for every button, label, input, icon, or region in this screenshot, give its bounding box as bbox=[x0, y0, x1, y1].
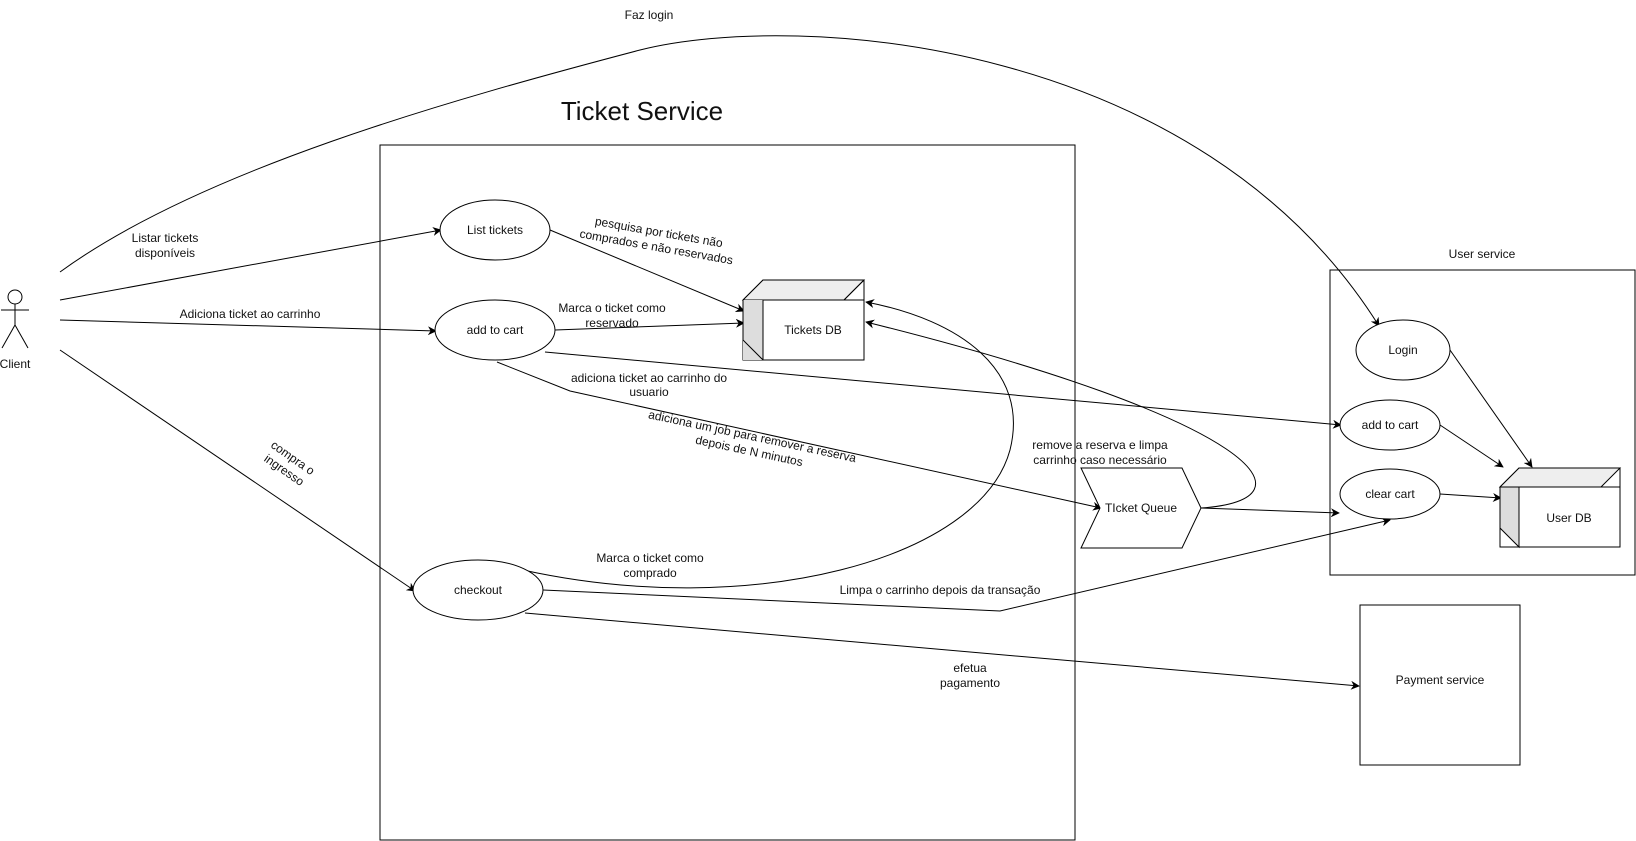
user-service-title: User service bbox=[1449, 247, 1516, 261]
login-label: Login bbox=[1388, 343, 1417, 357]
user-db-node bbox=[1498, 467, 1622, 549]
tickets-db-node bbox=[741, 279, 866, 361]
checkout-node bbox=[412, 559, 544, 621]
clear-cart-node bbox=[1339, 468, 1441, 520]
edge-faz-login bbox=[59, 35, 1380, 327]
clear-cart-label: clear cart bbox=[1365, 487, 1415, 501]
ticket-service-boundary bbox=[379, 144, 1076, 841]
user-db-label: User DB bbox=[1546, 511, 1591, 525]
edge-login-userdb bbox=[1449, 349, 1533, 468]
edge-label-efetua-pagamento-1: efetua bbox=[953, 661, 987, 675]
edge-listar-tickets bbox=[59, 227, 442, 301]
list-tickets-node bbox=[439, 199, 551, 261]
edge-label-listar-tickets-1: Listar tickets bbox=[132, 231, 199, 245]
edge-label-faz-login: Faz login bbox=[625, 8, 674, 22]
checkout-label: checkout bbox=[454, 583, 503, 597]
payment-service-box bbox=[1359, 604, 1521, 766]
edge-remove-reserva bbox=[865, 319, 1256, 509]
client-label: Client bbox=[0, 357, 31, 371]
edge-adiciona-job bbox=[496, 361, 1102, 511]
edge-label-remove-reserva-2: carrinho caso necessário bbox=[1033, 453, 1167, 467]
edge-label-marca-reservado-1: Marca o ticket como bbox=[558, 301, 666, 315]
edge-label-marca-reservado-2: reservado bbox=[585, 316, 639, 330]
user-add-to-cart-node bbox=[1339, 399, 1441, 451]
edge-label-carrinho-usuario-2: usuario bbox=[629, 385, 669, 399]
edge-adiciona-ticket bbox=[59, 319, 437, 336]
edge-queue-clear-cart bbox=[1200, 507, 1340, 518]
edge-label-limpa-carrinho: Limpa o carrinho depois da transação bbox=[840, 583, 1041, 597]
user-add-to-cart-label: add to cart bbox=[1362, 418, 1419, 432]
edge-compra-ingresso bbox=[59, 349, 416, 592]
edge-adiciona-carrinho-usuario bbox=[544, 351, 1342, 429]
edge-pesquisa bbox=[549, 229, 745, 313]
edge-efetua-pagamento bbox=[524, 612, 1360, 690]
ticket-queue-node bbox=[1080, 467, 1202, 549]
add-to-cart-node bbox=[434, 299, 556, 361]
edge-marca-comprado bbox=[522, 299, 1014, 589]
edge-label-efetua-pagamento-2: pagamento bbox=[940, 676, 1000, 690]
login-node bbox=[1355, 319, 1451, 381]
edge-label-carrinho-usuario-1: adiciona ticket ao carrinho do bbox=[571, 371, 727, 385]
edge-label-marca-comprado-1: Marca o ticket como bbox=[596, 551, 704, 565]
ticket-service-title: Ticket Service bbox=[561, 96, 723, 126]
edge-marca-reservado bbox=[554, 318, 745, 331]
list-tickets-label: List tickets bbox=[467, 223, 523, 237]
payment-service-label: Payment service bbox=[1396, 673, 1485, 687]
edge-label-remove-reserva-1: remove a reserva e limpa bbox=[1032, 438, 1168, 452]
edge-label-listar-tickets-2: disponíveis bbox=[135, 246, 195, 260]
edge-clearcart-userdb bbox=[1439, 492, 1502, 502]
ticket-queue-label: TIcket Queue bbox=[1105, 501, 1177, 515]
tickets-db-label: Tickets DB bbox=[784, 323, 842, 337]
edge-label-marca-comprado-2: comprado bbox=[623, 566, 677, 580]
client-actor-icon bbox=[1, 289, 29, 349]
add-to-cart-label: add to cart bbox=[467, 323, 524, 337]
edge-label-adiciona-ticket: Adiciona ticket ao carrinho bbox=[180, 307, 321, 321]
edge-limpa-carrinho bbox=[542, 517, 1391, 612]
edge-addtocart-userdb bbox=[1439, 424, 1504, 468]
